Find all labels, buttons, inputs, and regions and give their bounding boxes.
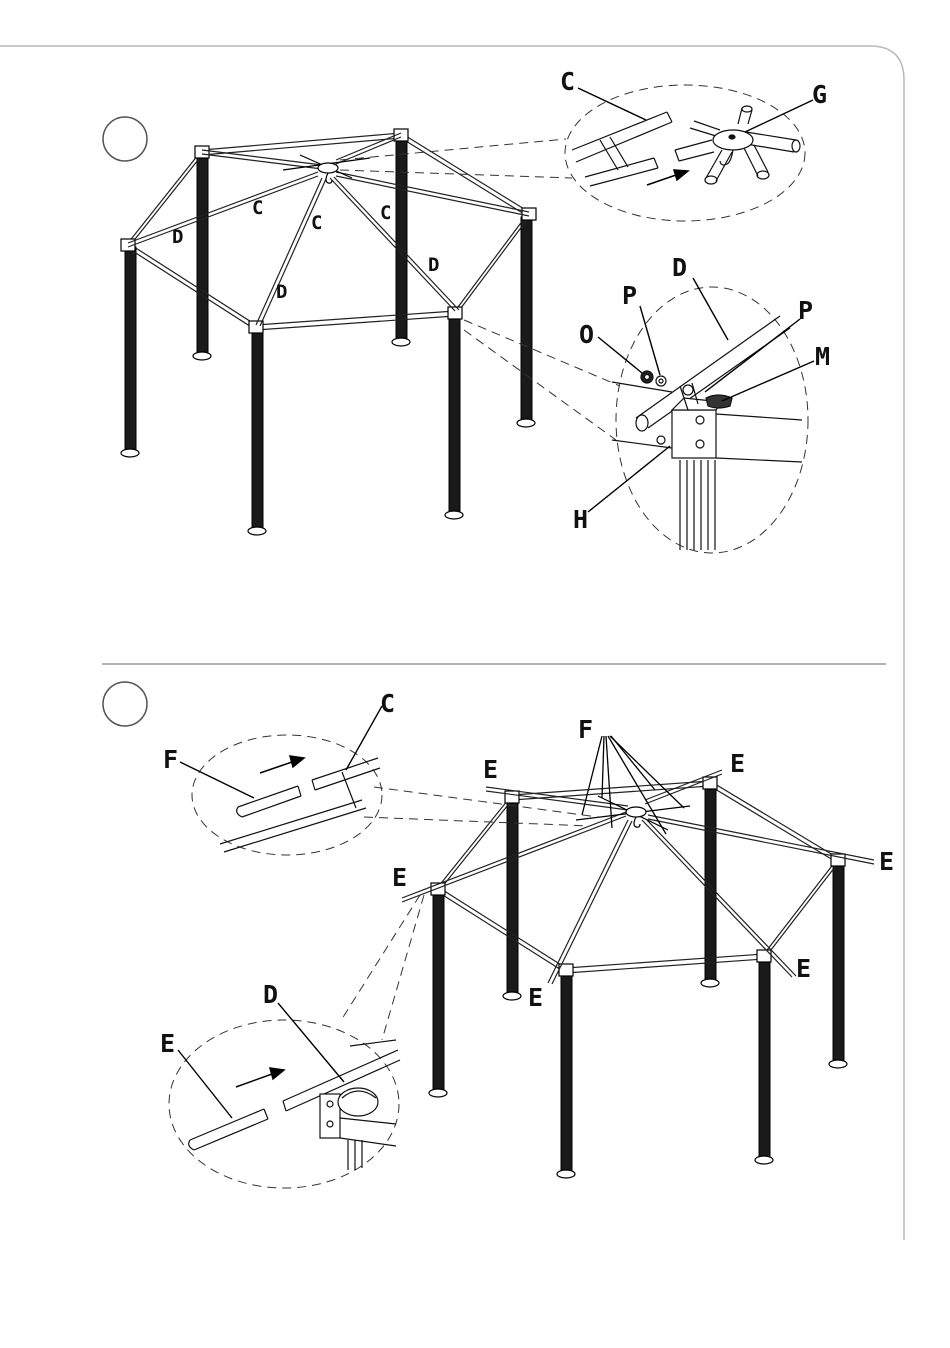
label-e-back-right: E: [730, 749, 745, 778]
label-g-hub-callout: G: [812, 80, 827, 109]
label-p-washer-left: P: [622, 281, 637, 310]
step-1-gazebo: C C C D D D: [121, 129, 536, 535]
label-d-right: D: [428, 254, 439, 276]
label-d-corner-callout: D: [672, 253, 687, 282]
step-1-hub-detail-callout: C G: [340, 67, 827, 221]
step-2-leg-feet: [429, 979, 847, 1178]
step-2-gazebo: F E E E E E E: [392, 715, 894, 1178]
label-e-front-right: E: [796, 954, 811, 983]
step-2-corner-callout: D E: [160, 895, 424, 1188]
label-c-hub-callout: C: [560, 67, 575, 96]
label-m-bolt: M: [815, 342, 830, 371]
label-h-bracket: H: [573, 505, 588, 534]
label-e-right: E: [879, 847, 894, 876]
label-c-left: C: [252, 197, 263, 219]
step-2-legs: [433, 786, 844, 1173]
step-1-leg-feet: [121, 338, 535, 535]
label-f-extension-callout: F: [163, 745, 178, 774]
label-p-washer-right: P: [798, 296, 813, 325]
step-2-extension-callout: F C: [163, 689, 598, 855]
step-1-corner-detail-callout: D P P O M H: [464, 253, 830, 553]
step-1-roof-hub: [283, 155, 370, 183]
label-e-left: E: [392, 863, 407, 892]
label-d-front: D: [276, 281, 287, 303]
label-c-right: C: [380, 202, 391, 224]
label-d-corner2-callout: D: [263, 980, 278, 1009]
label-c-extension-callout: C: [380, 689, 395, 718]
step-1-hub-insert-arrow: [647, 170, 688, 185]
label-f-rafters: F: [578, 715, 593, 744]
label-d-left: D: [172, 226, 183, 248]
label-e-front-left: E: [528, 983, 543, 1012]
step-2-corner-arrow: [236, 1068, 284, 1087]
step-2-rafters: [402, 770, 874, 984]
label-e-back-left: E: [483, 755, 498, 784]
label-e-corner2-callout: E: [160, 1029, 175, 1058]
step-1-marker: [103, 117, 147, 161]
step-2-extension-arrow: [260, 756, 304, 773]
step-2-marker: [103, 682, 147, 726]
label-c-center: C: [311, 212, 322, 234]
label-o-nut: O: [579, 320, 594, 349]
